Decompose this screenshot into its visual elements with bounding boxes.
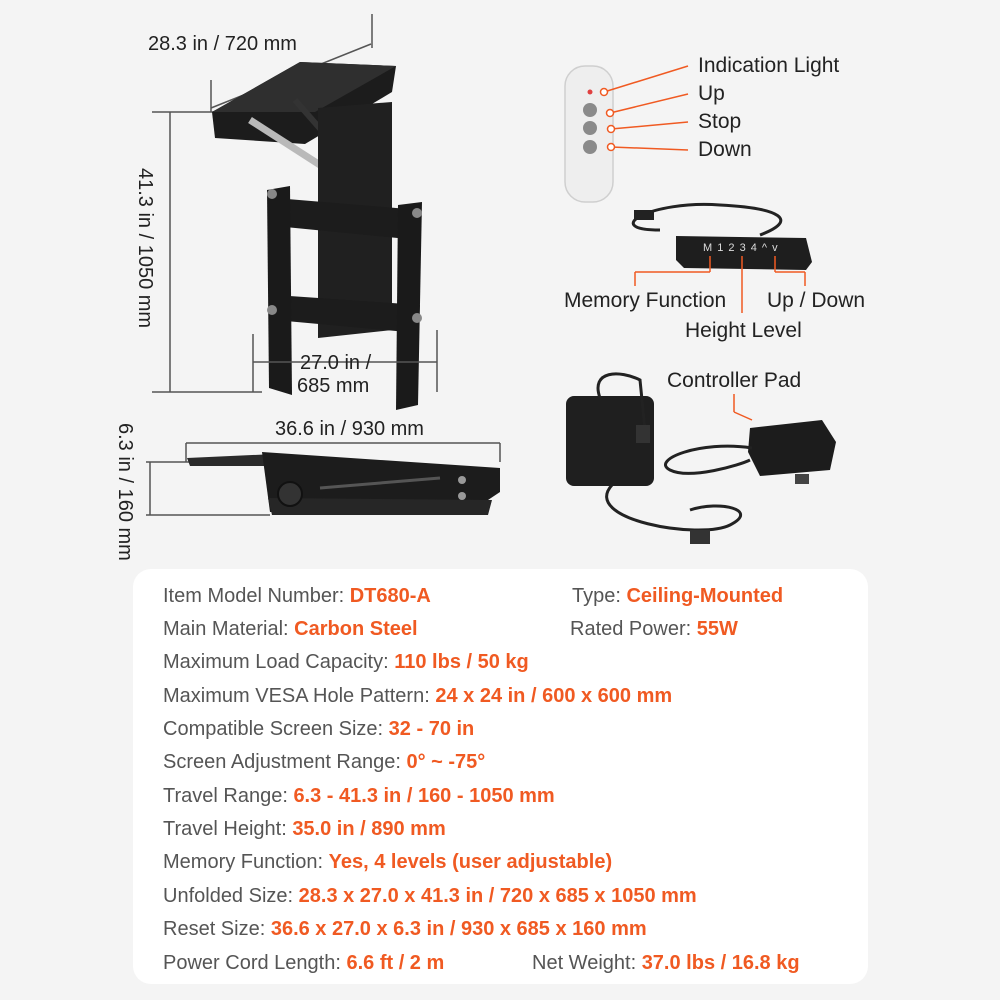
reset-width-label: 36.6 in / 930 mm [275, 418, 424, 440]
up-down-label: Up / Down [767, 289, 866, 312]
controller-pad-callout-line [733, 394, 753, 421]
controller-pad-image [664, 420, 836, 484]
spec-screen-size: Compatible Screen Size: 32 - 70 in [163, 718, 475, 740]
spec-vesa: Maximum VESA Hole Pattern: 24 x 24 in / … [163, 685, 673, 707]
bracket-width-dimension [252, 330, 438, 392]
memory-function-label: Memory Function [564, 289, 727, 312]
spec-model: Item Model Number: DT680-A [163, 585, 431, 607]
remote-callout-lines [599, 65, 689, 152]
spec-travel-range: Travel Range: 6.3 - 41.3 in / 160 - 1050… [163, 785, 555, 807]
height-dimension [152, 111, 262, 393]
bracket-width-label-2: 685 mm [297, 375, 370, 397]
reset-dimensions [146, 442, 501, 516]
spec-adjustment-range: Screen Adjustment Range: 0° ~ -75° [163, 751, 486, 773]
control-box-image [631, 202, 812, 270]
control-box-display: M 1 2 3 4 ^ v [703, 242, 779, 254]
spec-load: Maximum Load Capacity: 110 lbs / 50 kg [163, 651, 529, 673]
spec-power-cord: Power Cord Length: 6.6 ft / 2 m [163, 952, 445, 974]
bracket-width-label-1: 27.0 in / [300, 352, 372, 374]
height-level-label: Height Level [685, 319, 802, 342]
unfolded-mount-image [212, 62, 422, 410]
up-label: Up [698, 82, 725, 105]
folded-mount-image [187, 452, 500, 515]
controller-pad-label: Controller Pad [667, 369, 802, 392]
down-label: Down [698, 138, 752, 161]
spec-net-weight: Net Weight: 37.0 lbs / 16.8 kg [532, 952, 800, 974]
spec-type: Type: Ceiling-Mounted [572, 585, 784, 607]
spec-unfolded-size: Unfolded Size: 28.3 x 27.0 x 41.3 in / 7… [163, 885, 697, 907]
remote-control-image [564, 65, 614, 203]
stop-label: Stop [698, 110, 742, 133]
control-box-callout-lines [634, 256, 806, 313]
spec-reset-size: Reset Size: 36.6 x 27.0 x 6.3 in / 930 x… [163, 918, 647, 940]
height-label: 41.3 in / 1050 mm [134, 168, 156, 329]
spec-material: Main Material: Carbon Steel [163, 618, 418, 640]
spec-power: Rated Power: 55W [570, 618, 738, 640]
indication-light-label: Indication Light [698, 54, 840, 77]
top-width-label: 28.3 in / 720 mm [148, 33, 297, 55]
spec-memory-function: Memory Function: Yes, 4 levels (user adj… [163, 851, 613, 873]
power-adapter-image [566, 372, 743, 544]
reset-height-label: 6.3 in / 160 mm [114, 423, 136, 561]
spec-travel-height: Travel Height: 35.0 in / 890 mm [163, 818, 446, 840]
specifications-panel [133, 569, 868, 984]
